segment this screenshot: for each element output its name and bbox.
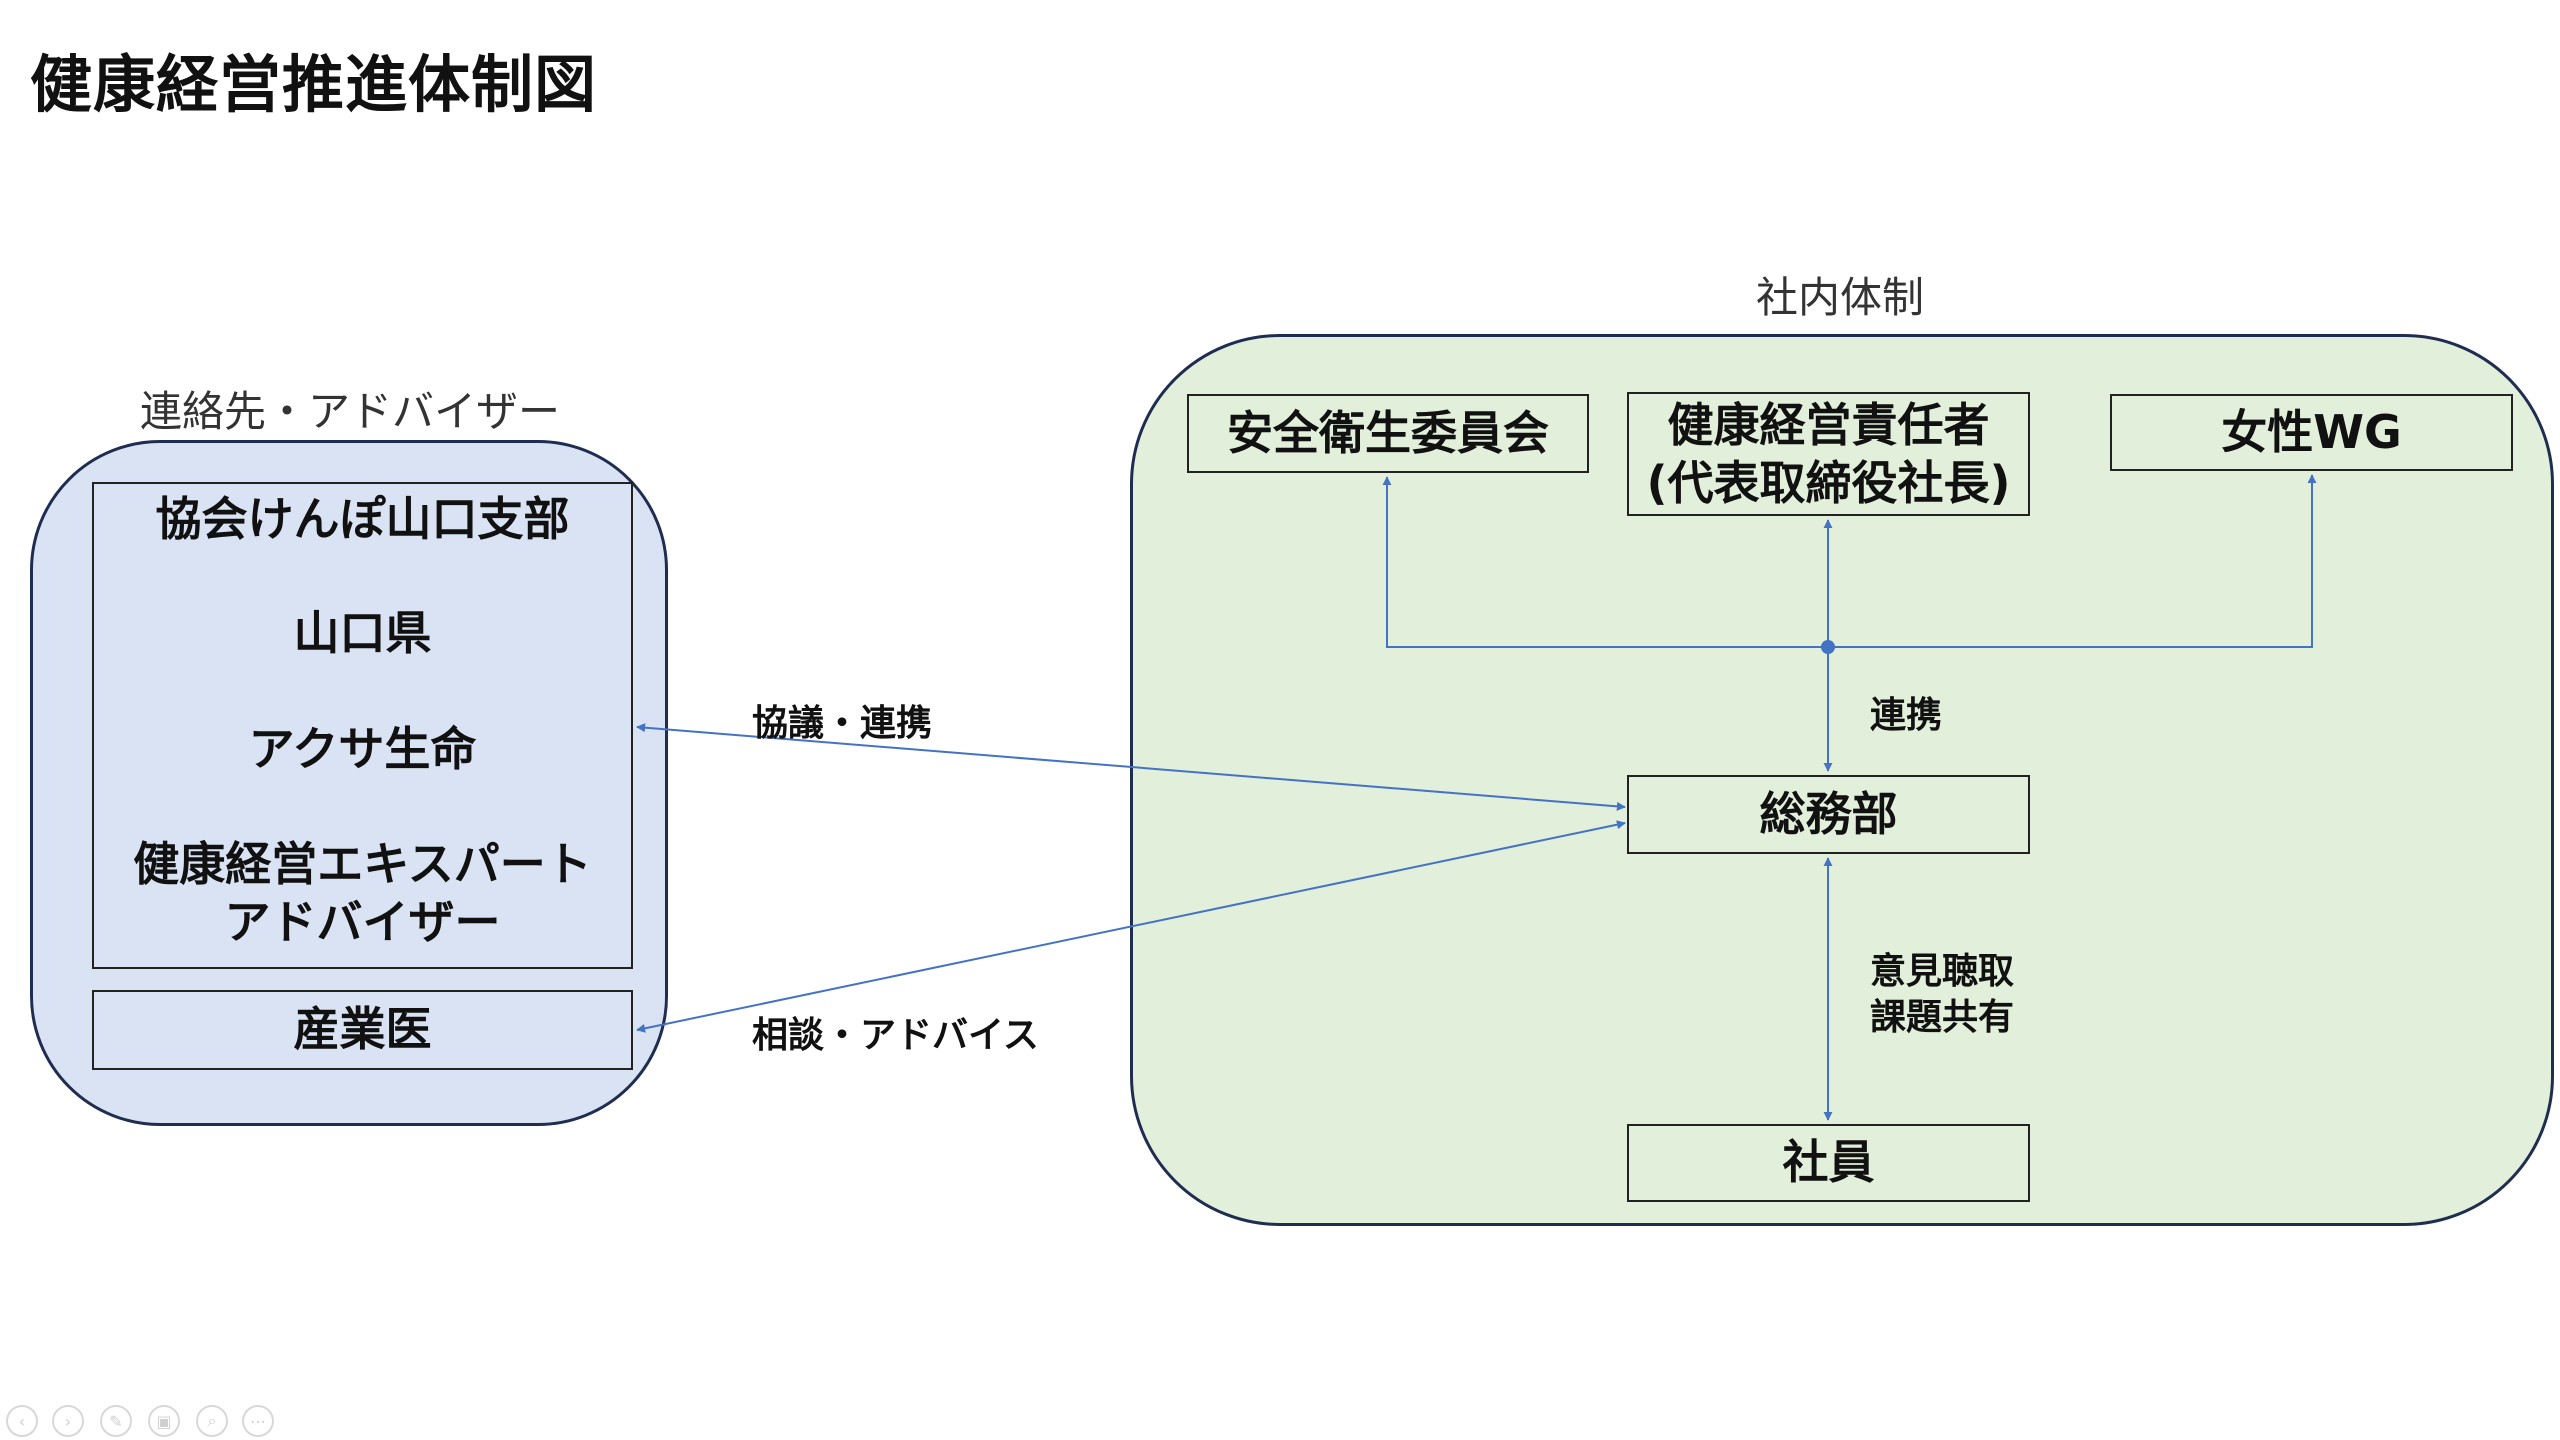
- external-contacts-box: [92, 482, 633, 969]
- consult-coop-arrow: [636, 723, 1626, 811]
- slides-icon[interactable]: ▣: [148, 1405, 180, 1437]
- safety-committee-label: 安全衛生委員会: [1227, 405, 1549, 460]
- more-icon[interactable]: ⋯: [242, 1405, 274, 1437]
- advice-arrow: [636, 820, 1626, 1033]
- contact-expert-advisor-line2: アドバイザー: [224, 895, 501, 949]
- health-officer-role: (代表取締役社長): [1646, 456, 2011, 510]
- page-title: 健康経営推進体制図: [30, 48, 598, 121]
- pen-icon[interactable]: ✎: [100, 1405, 132, 1437]
- general-affairs-label: 総務部: [1759, 786, 1898, 841]
- contact-axa-life: アクサ生命: [248, 722, 477, 776]
- hub-to-safety-committee: [1382, 476, 1828, 648]
- general-affairs-box: 総務部: [1627, 775, 2030, 854]
- external-group-label: 連絡先・アドバイザー: [139, 387, 560, 436]
- safety-committee-box: 安全衛生委員会: [1187, 394, 1589, 473]
- hub-to-women-wg: [1828, 474, 2317, 648]
- employees-box: 社員: [1627, 1124, 2030, 1202]
- industrial-doctor-label: 産業医: [293, 1002, 432, 1057]
- internal-group-label: 社内体制: [1755, 273, 1924, 322]
- advice-label: 相談・アドバイス: [752, 1015, 1039, 1056]
- feedback-label-line1: 意見聴取: [1870, 951, 2015, 992]
- feedback-label-line2: 課題共有: [1870, 997, 2015, 1038]
- contact-expert-advisor-line1: 健康経営エキスパート: [133, 837, 592, 891]
- industrial-doctor-box: 産業医: [92, 990, 633, 1070]
- connector-hub: [1821, 640, 1835, 654]
- coop-label: 連携: [1870, 695, 1943, 736]
- women-wg-box: 女性WG: [2110, 394, 2513, 471]
- consult-coop-label: 協議・連携: [752, 703, 933, 744]
- women-wg-label: 女性WG: [2221, 404, 2402, 459]
- next-icon[interactable]: ›: [52, 1405, 84, 1437]
- health-officer-box: 健康経営責任者 (代表取締役社長): [1627, 392, 2030, 516]
- contact-kyokai-kenpo: 協会けんぽ山口支部: [155, 492, 570, 546]
- zoom-icon[interactable]: ⌕: [196, 1405, 228, 1437]
- employees-label: 社員: [1782, 1135, 1875, 1190]
- contact-yamaguchi-pref: 山口県: [293, 606, 432, 660]
- health-officer-title: 健康経営責任者: [1667, 398, 1990, 452]
- prev-icon[interactable]: ‹: [6, 1405, 38, 1437]
